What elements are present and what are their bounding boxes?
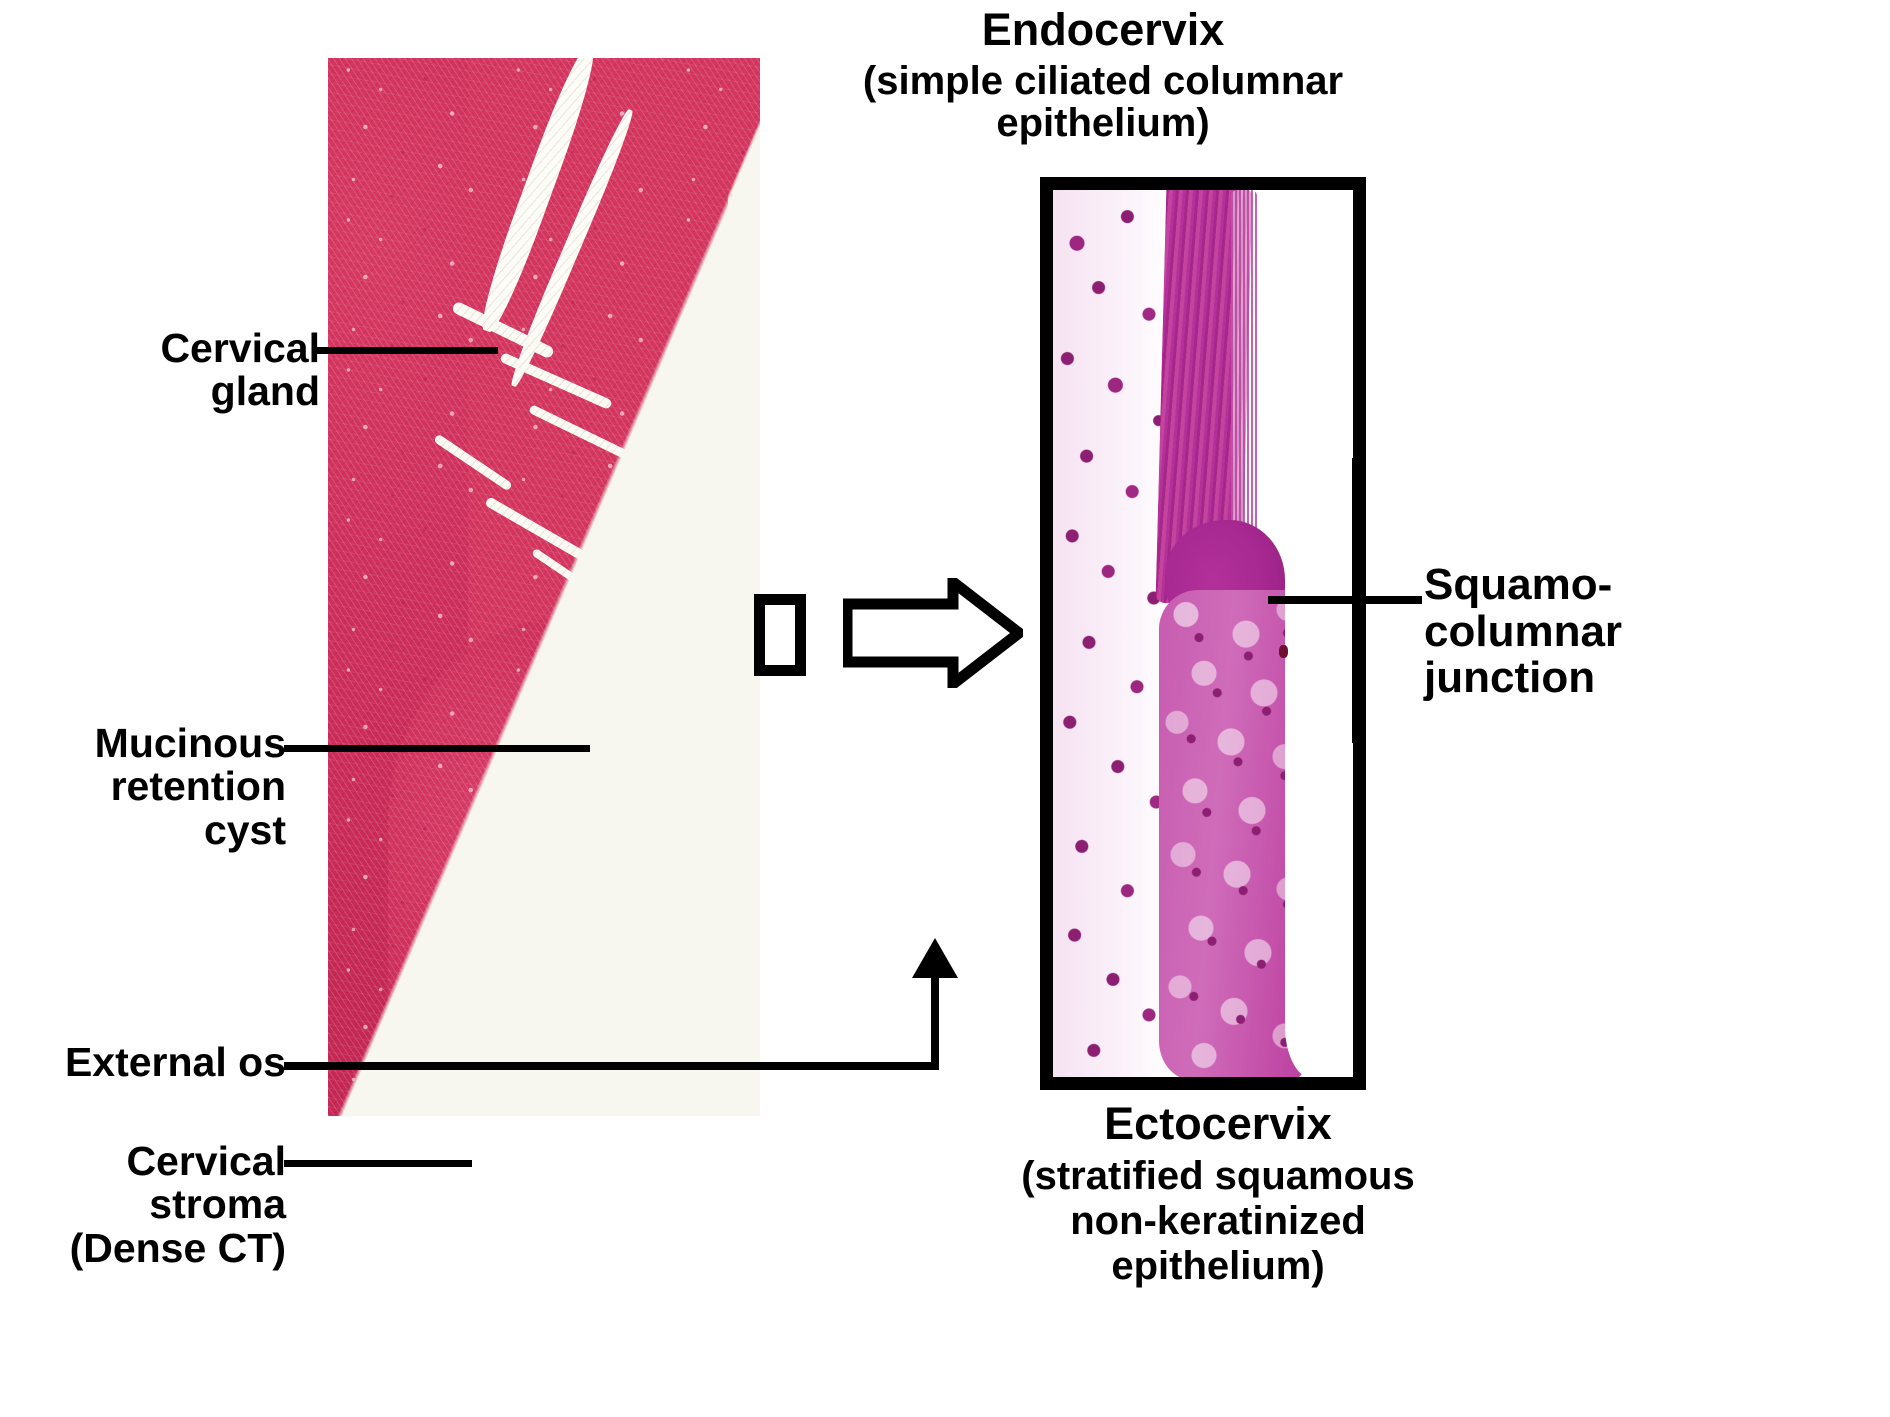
- leader-cervical-stroma: [284, 1160, 472, 1167]
- leader-scj-inner: [1268, 596, 1372, 604]
- ectocervix-title-text: Ectocervix: [1104, 1098, 1332, 1149]
- cervical-stroma-line3: (Dense CT): [69, 1224, 286, 1271]
- subepithelial-stroma: [1053, 190, 1173, 1077]
- endocervix-title-text: Endocervix: [981, 4, 1225, 55]
- cervical-stroma-line1: Cervical: [126, 1138, 286, 1184]
- cervix-overview-micrograph: [328, 58, 760, 1116]
- label-cervical-gland: Cervical gland: [60, 325, 320, 415]
- endocervix-caption-title: Endocervix: [768, 6, 1438, 54]
- scj-line2: columnar: [1424, 606, 1623, 656]
- leader-external-os-arrowhead: [912, 938, 958, 978]
- label-external-os: External os: [20, 1039, 286, 1085]
- ectocervix-subtitle-line3: epithelium): [1111, 1243, 1325, 1288]
- label-squamocolumnar-junction: Squamo- columnar junction: [1424, 560, 1864, 703]
- mucinous-line2: retention: [110, 763, 286, 810]
- mucinous-line3: cyst: [203, 806, 286, 853]
- squamocolumnar-junction-inset: [1040, 177, 1366, 1090]
- label-mucinous-retention-cyst: Mucinous retention cyst: [20, 720, 286, 853]
- leader-external-os-horizontal: [284, 1062, 939, 1070]
- cervical-stroma-line2: stroma: [149, 1181, 286, 1228]
- ectocervix-caption-subtitle: (stratified squamous non-keratinized epi…: [918, 1154, 1518, 1288]
- leader-external-os-vertical: [931, 968, 939, 1070]
- ectocervix-subtitle-line2: non-keratinized: [1070, 1198, 1366, 1243]
- squamous-nuclei-layer: [1173, 610, 1303, 1070]
- endocervix-subtitle-line2: epithelium): [996, 101, 1210, 146]
- inset-lumen-space: [1285, 190, 1353, 1077]
- external-os-line1: External os: [64, 1039, 286, 1085]
- tissue-field: [328, 58, 760, 1116]
- mucinous-line1: Mucinous: [94, 720, 286, 766]
- stromal-granule: [1279, 645, 1288, 658]
- cervical-gland-line1: Cervical: [160, 325, 320, 371]
- inset-micrograph: [1053, 190, 1353, 1077]
- scj-line1: Squamo-: [1424, 560, 1613, 609]
- empty-slide-margin-bottom: [658, 1078, 760, 1116]
- roi-box: [754, 594, 806, 676]
- endocervix-caption-subtitle: (simple ciliated columnar epithelium): [768, 60, 1438, 145]
- scj-line3: junction: [1424, 653, 1596, 703]
- ectocervix-caption-title: Ectocervix: [938, 1100, 1498, 1148]
- empty-slide-margin-lower: [714, 618, 760, 1116]
- cervical-gland-line2: gland: [210, 368, 320, 415]
- endocervix-subtitle-line1: (simple ciliated columnar: [862, 59, 1344, 103]
- label-cervical-stroma: Cervical stroma (Dense CT): [40, 1138, 286, 1271]
- leader-scj-outer: [1356, 596, 1422, 604]
- stroma-nuclei-speckle: [328, 58, 760, 1116]
- magnify-arrow-icon: [841, 570, 1028, 696]
- leader-mucinous-retention-cyst: [284, 745, 590, 752]
- leader-cervical-gland: [316, 347, 498, 354]
- ectocervix-subtitle-line1: (stratified squamous: [1021, 1154, 1415, 1198]
